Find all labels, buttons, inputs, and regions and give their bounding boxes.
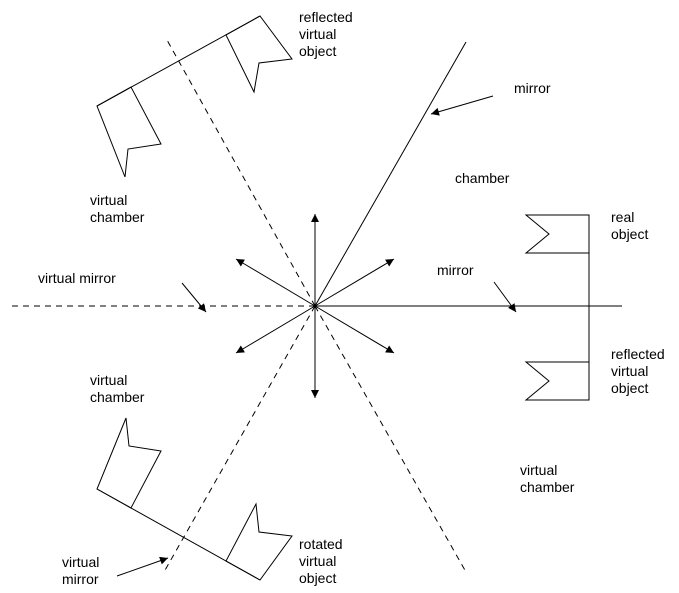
reflected-object-top-flag-a (225, 15, 293, 94)
label-virtual-chamber-lower-right: virtual chamber (520, 462, 575, 495)
pointer-arrow-mirror-top (430, 95, 494, 116)
label-chamber: chamber (455, 170, 510, 186)
virtual-mirror-lower-right (314, 305, 467, 573)
rotated-object-assembly (96, 417, 293, 581)
reflected-object-top-assembly (96, 15, 293, 178)
reflected-object-flag-right (524, 361, 590, 401)
center-arrow-lower-left (235, 305, 316, 354)
label-virtual-mirror-bottom: virtual mirror (62, 554, 100, 587)
center-direction-arrows (235, 214, 395, 398)
pointer-arrow-mirror-right (493, 281, 517, 313)
label-reflected-virtual-object-right: reflected virtual object (611, 346, 665, 396)
label-virtual-mirror-left: virtual mirror (38, 270, 116, 286)
label-real-object: real object (611, 209, 649, 242)
real-object-assembly (524, 214, 590, 401)
center-arrow-upper-right (314, 258, 395, 307)
label-mirror-right: mirror (437, 262, 474, 278)
label-rotated-virtual-object: rotated virtual object (299, 536, 343, 586)
label-virtual-chamber-lower-left: virtual chamber (90, 372, 145, 405)
center-arrow-lower-right (314, 305, 395, 354)
label-virtual-chamber-upper-left: virtual chamber (90, 192, 145, 225)
center-arrow-upper-left (235, 258, 316, 307)
real-object-flag (524, 214, 590, 254)
virtual-mirror-lower-left (163, 305, 316, 573)
real-mirror-diagonal (314, 41, 467, 307)
label-mirror-top: mirror (514, 80, 551, 96)
rotated-object-flag-b (225, 502, 293, 581)
pointer-arrow-virtual-mirror-bottom (116, 556, 169, 577)
rotated-object-flag-a (96, 417, 162, 509)
pointer-arrow-virtual-mirror-left (181, 282, 207, 313)
virtual-mirror-upper-left (166, 39, 316, 307)
label-reflected-virtual-object-top: reflected virtual object (299, 9, 353, 59)
reflected-object-top-flag-b (96, 86, 162, 178)
